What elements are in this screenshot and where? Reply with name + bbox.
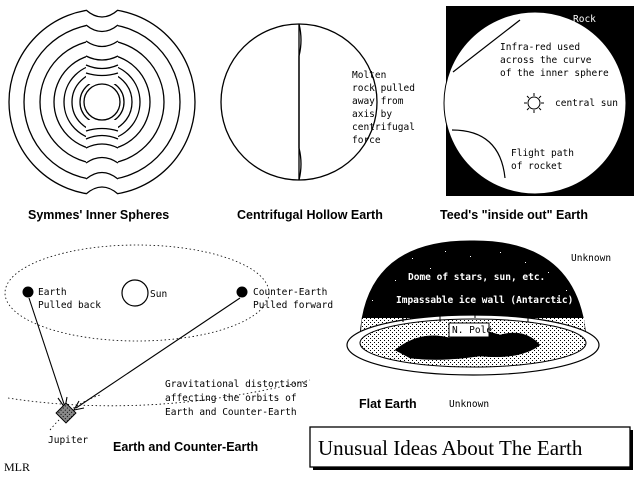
earth-label-2: Pulled back <box>38 300 101 311</box>
teed-flight-2: of rocket <box>511 161 562 172</box>
teed-caption: Teed's "inside out" Earth <box>440 208 588 222</box>
counter-earth-diagram <box>4 244 311 431</box>
centrifugal-note-6: force <box>352 135 381 146</box>
earth-label-1: Earth <box>38 287 67 298</box>
earth-dot <box>22 286 34 298</box>
teed-infrared-1: Infra-red used <box>500 42 580 53</box>
centrifugal-note-2: rock pulled <box>352 83 415 94</box>
ice-wall-label: Impassable ice wall (Antarctic) <box>396 295 573 306</box>
counter-label-1: Counter-Earth <box>253 287 327 298</box>
teed-sun-label: central sun <box>555 98 618 109</box>
centrifugal-note-4: axis by <box>352 109 392 120</box>
unknown-bottom-label: Unknown <box>449 399 489 410</box>
unknown-top-label: Unknown <box>571 253 611 264</box>
distortion-label-2: affecting the orbits of <box>165 393 297 404</box>
teed-earth-diagram <box>443 6 634 196</box>
counter-earth-dot <box>236 286 248 298</box>
symmes-caption: Symmes' Inner Spheres <box>28 208 169 222</box>
distortion-label-3: Earth and Counter-Earth <box>165 407 297 418</box>
teed-rock-label: Rock <box>573 14 596 25</box>
teed-flight-1: Flight path <box>511 148 574 159</box>
stars <box>372 251 567 301</box>
flat-earth-diagram <box>346 240 600 376</box>
north-pole-label: N. Pole <box>452 325 492 336</box>
centrifugal-caption: Centrifugal Hollow Earth <box>237 208 383 222</box>
symmes-spheres-diagram <box>8 4 196 200</box>
counter-sun-label: Sun <box>150 289 167 300</box>
counter-label-2: Pulled forward <box>253 300 333 311</box>
jupiter-label: Jupiter <box>48 435 88 446</box>
teed-infrared-3: of the inner sphere <box>500 68 609 79</box>
counter-earth-caption: Earth and Counter-Earth <box>113 440 258 454</box>
sun-circle <box>121 279 149 307</box>
centrifugal-note-5: centrifugal <box>352 122 415 133</box>
dome-label: Dome of stars, sun, etc. <box>408 272 545 283</box>
page-title: Unusual Ideas About The Earth <box>318 436 583 460</box>
signature: MLR <box>4 460 30 474</box>
centrifugal-note-3: away from <box>352 96 404 107</box>
jupiter-shape <box>55 402 77 424</box>
centrifugal-note-1: Molten <box>352 70 386 81</box>
teed-infrared-2: across the curve <box>500 55 592 66</box>
title-box <box>309 426 633 470</box>
central-sun-icon <box>524 93 544 113</box>
centrifugal-earth-diagram <box>220 23 378 181</box>
distortion-label-1: Gravitational distortions <box>165 379 308 390</box>
flat-earth-caption: Flat Earth <box>359 397 417 411</box>
